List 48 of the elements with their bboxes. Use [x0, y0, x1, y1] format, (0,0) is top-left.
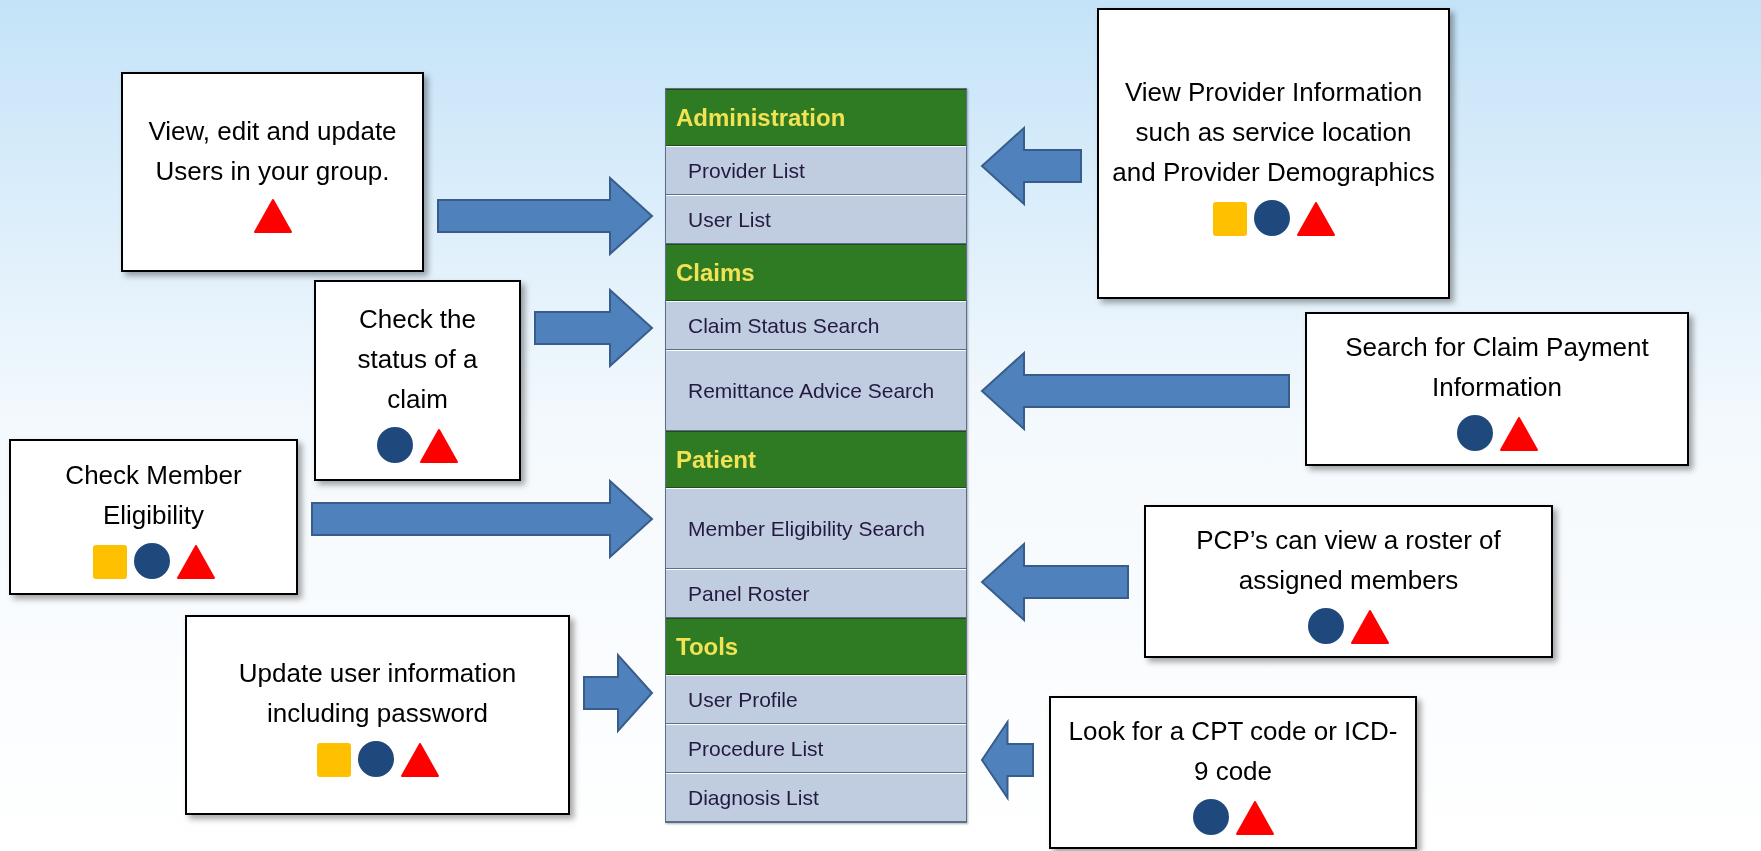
triangle-icon: [1351, 609, 1389, 644]
triangle-icon: [1296, 201, 1335, 236]
menu-item: Panel Roster: [666, 569, 966, 618]
square-icon: [1212, 201, 1247, 236]
menu-item: Provider List: [666, 146, 966, 195]
square-icon: [92, 545, 127, 579]
callout-text: View, edit and update Users in your group.: [147, 115, 398, 188]
triangle-icon: [253, 199, 292, 233]
callout-box: [1144, 505, 1553, 658]
callout-box: [185, 615, 570, 815]
block-arrow: [980, 125, 1082, 207]
callout-box: [1097, 8, 1450, 299]
menu-item: Diagnosis List: [666, 773, 966, 822]
menu-section-header: Tools: [666, 618, 966, 675]
menu-item: User List: [666, 195, 966, 244]
triangle-icon: [420, 428, 458, 463]
square-icon: [316, 743, 351, 777]
triangle-icon: [400, 743, 439, 777]
block-arrow: [980, 541, 1129, 623]
menu-section-header: Patient: [666, 431, 966, 488]
block-arrow: [437, 175, 654, 257]
callout-text: Check Member Eligibility: [64, 459, 243, 532]
menu-item: Claim Status Search: [666, 301, 966, 350]
menu-item: Remittance Advice Search: [666, 350, 966, 431]
callout-text: Look for a CPT code or ICD-9 code: [1067, 714, 1399, 788]
block-arrow: [980, 350, 1290, 432]
callout-box: [9, 439, 298, 595]
callout-box: [1305, 312, 1689, 466]
menu-item: Procedure List: [666, 724, 966, 773]
callout-text: PCP’s can view a roster of assigned members: [1195, 523, 1502, 597]
block-arrow: [583, 652, 654, 734]
menu-item: Member Eligibility Search: [666, 488, 966, 569]
callout-box: [1049, 696, 1417, 849]
triangle-icon: [176, 545, 215, 579]
callout-text: Search for Claim Payment Information: [1344, 331, 1650, 404]
callout-text: View Provider Information such as service location and Provider Demographics: [1111, 75, 1436, 189]
triangle-icon: [1499, 417, 1538, 451]
callout-box: [121, 72, 424, 272]
callout-text: Update user information including password: [237, 657, 518, 730]
block-arrow: [534, 287, 654, 369]
callout-box: [314, 280, 521, 481]
triangle-icon: [1235, 800, 1274, 835]
callout-text: Check the status of a claim: [356, 302, 479, 416]
menu-section-header: Claims: [666, 244, 966, 301]
menu-item: User Profile: [666, 675, 966, 724]
block-arrow: [980, 718, 1034, 802]
block-arrow: [311, 478, 654, 560]
menu-section-header: Administration: [666, 89, 966, 146]
